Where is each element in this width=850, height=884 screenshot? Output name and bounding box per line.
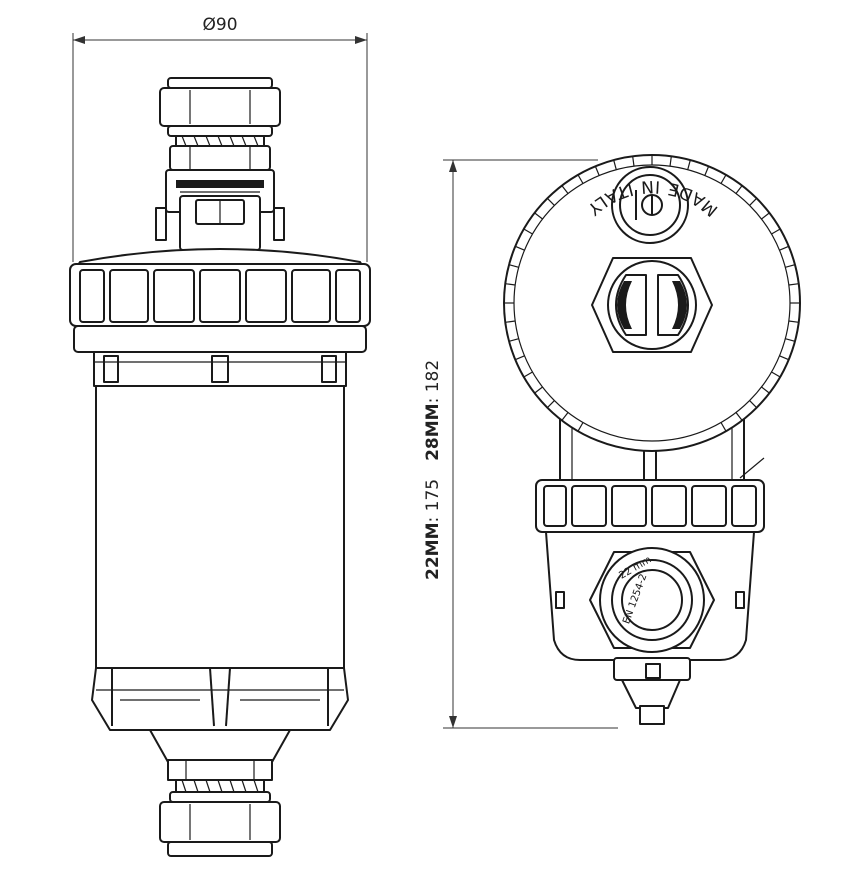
cap-notch (785, 338, 796, 342)
cap-notch (749, 197, 758, 206)
cap-notch (704, 166, 710, 176)
cap-notch (788, 320, 799, 323)
cap-notch (561, 185, 569, 194)
width-dimension-label: Ø90 (202, 15, 237, 35)
cap-notch (771, 228, 781, 235)
cap-notch (632, 156, 635, 167)
cap-notch (761, 212, 770, 220)
cap-notches (504, 155, 800, 432)
cap-notch (561, 412, 569, 421)
cap-notch (761, 386, 770, 394)
cap-notch (546, 400, 555, 409)
cap-notch (735, 185, 743, 194)
cap-notch (577, 174, 584, 184)
cap-notch (546, 197, 555, 206)
cap-notch (577, 422, 584, 432)
height-dimension-label: 22MM: 17528MM: 182 (423, 360, 443, 580)
cap-notch (515, 245, 525, 251)
cap-notch (508, 338, 519, 342)
cap-notch (779, 245, 789, 251)
cap-notch (788, 283, 799, 286)
cap-notch (779, 355, 789, 361)
cap-notch (735, 412, 743, 421)
cap-notch (523, 228, 533, 235)
cap-notch (534, 212, 543, 220)
bottom-thread (181, 779, 259, 793)
cap-notch (720, 174, 727, 184)
cap-notch (687, 159, 691, 170)
cap-notch (669, 156, 672, 167)
cap-notch (613, 159, 617, 170)
cap-notch (720, 422, 727, 432)
cap-notch (508, 264, 519, 268)
cap-notch (749, 400, 758, 409)
side-collar-ribs (543, 485, 757, 527)
cap-notch (523, 371, 533, 378)
cap-notch (594, 166, 600, 176)
collar-ribs (79, 269, 361, 323)
top-thread (175, 135, 265, 147)
front-view (69, 77, 371, 857)
height-dimension: 22MM: 17528MM: 182 (423, 159, 618, 729)
cap-notch (515, 355, 525, 361)
cap-notch (505, 320, 516, 323)
cap-notch (785, 264, 796, 268)
cap-notch (505, 283, 516, 286)
side-view: MADE IN ITALY 22 mm EN 1254-2 (503, 154, 801, 725)
cap-notch (771, 371, 781, 378)
width-dimension: Ø90 (72, 15, 368, 262)
cap-notch (534, 386, 543, 394)
